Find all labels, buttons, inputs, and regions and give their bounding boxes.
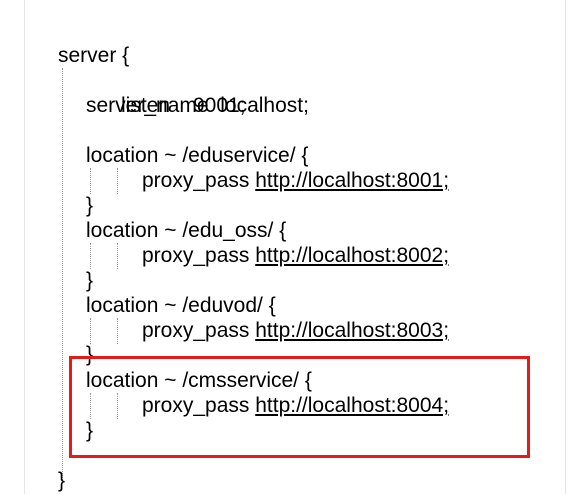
page-left-border — [24, 0, 25, 494]
server-indent-guide — [62, 68, 63, 480]
location-indent-guide — [90, 168, 91, 194]
location-header: location ~ /edu_oss/ { — [86, 219, 287, 242]
highlight-box — [69, 356, 530, 458]
proxy-pass-line: proxy_pass http://localhost:8004; — [142, 393, 449, 418]
location-header: location ~ /eduservice/ { — [86, 144, 309, 167]
listen-port: 9001; — [193, 94, 246, 117]
location-indent-guide — [90, 318, 91, 344]
proxy-pass-directive: proxy_pass — [142, 394, 250, 417]
location-close-brace: } — [86, 419, 94, 442]
location-inner-guide — [117, 243, 118, 269]
proxy-pass-line: proxy_pass http://localhost:8003; — [142, 318, 449, 343]
location-inner-guide — [117, 168, 118, 194]
location-inner-guide — [117, 318, 118, 344]
page-right-border — [565, 0, 566, 494]
location-header: location ~ /eduvod/ { — [86, 294, 276, 317]
server-open-line: server { — [58, 44, 130, 67]
location-indent-guide — [90, 393, 91, 419]
server-name-line: server_name localhost; — [86, 94, 309, 117]
proxy-pass-directive: proxy_pass — [142, 169, 250, 192]
location-close-brace: } — [86, 343, 94, 366]
location-indent-guide — [90, 243, 91, 269]
listen-line: listen 9001; — [86, 68, 246, 117]
proxy-pass-line: proxy_pass http://localhost:8002; — [142, 243, 449, 268]
proxy-pass-directive: proxy_pass — [142, 319, 250, 342]
proxy-url-link[interactable]: http://localhost:8004; — [255, 394, 450, 417]
location-close-brace: } — [86, 269, 94, 292]
location-close-brace: } — [86, 194, 94, 217]
proxy-url-link[interactable]: http://localhost:8001; — [255, 169, 450, 192]
proxy-url-link[interactable]: http://localhost:8003; — [255, 319, 450, 342]
listen-keyword: listen — [121, 94, 171, 117]
proxy-pass-line: proxy_pass http://localhost:8001; — [142, 168, 449, 193]
proxy-url-link[interactable]: http://localhost:8002; — [255, 244, 450, 267]
server-close-brace: } — [58, 469, 66, 492]
proxy-pass-directive: proxy_pass — [142, 244, 250, 267]
location-inner-guide — [117, 393, 118, 419]
location-header: location ~ /cmsservice/ { — [86, 369, 312, 392]
